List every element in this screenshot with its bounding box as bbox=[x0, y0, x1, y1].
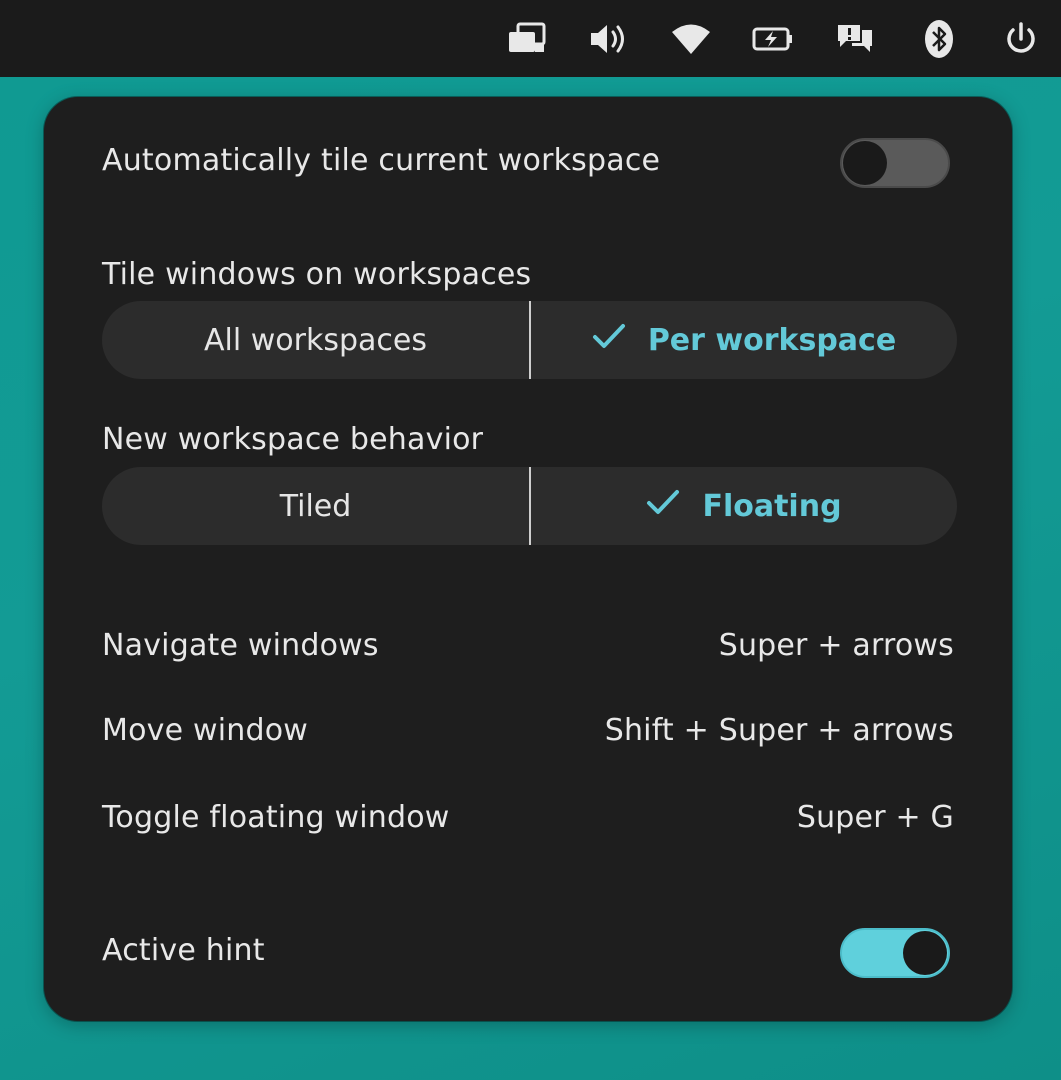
option-label: All workspaces bbox=[204, 322, 427, 358]
segment-divider bbox=[529, 467, 531, 545]
floating-option[interactable]: Floating bbox=[531, 467, 957, 545]
auto-tile-toggle[interactable] bbox=[840, 138, 950, 188]
toggle-knob bbox=[903, 931, 947, 975]
toggle-knob bbox=[843, 141, 887, 185]
shortcut-keys: Super + G bbox=[796, 800, 954, 835]
per-workspace-option[interactable]: Per workspace bbox=[531, 301, 957, 379]
tiled-option[interactable]: Tiled bbox=[102, 467, 529, 545]
new-workspace-label: New workspace behavior bbox=[102, 422, 484, 457]
auto-tile-label: Automatically tile current workspace bbox=[102, 143, 661, 178]
segment-divider bbox=[529, 301, 531, 379]
wifi-icon[interactable] bbox=[670, 18, 712, 60]
bluetooth-icon[interactable] bbox=[918, 18, 960, 60]
tile-windows-label: Tile windows on workspaces bbox=[102, 257, 532, 292]
shortcut-action: Move window bbox=[102, 713, 309, 748]
shortcut-keys: Shift + Super + arrows bbox=[604, 713, 954, 748]
checkmark-icon bbox=[646, 488, 680, 524]
battery-charging-icon[interactable] bbox=[752, 18, 794, 60]
checkmark-icon bbox=[592, 322, 626, 358]
windows-icon[interactable] bbox=[506, 18, 548, 60]
tiling-menu-panel: Automatically tile current workspace Til… bbox=[44, 97, 1012, 1021]
active-hint-label: Active hint bbox=[102, 933, 265, 968]
option-label: Per workspace bbox=[647, 322, 897, 358]
option-label: Tiled bbox=[279, 488, 352, 524]
power-icon[interactable] bbox=[1000, 18, 1042, 60]
shortcut-action: Navigate windows bbox=[102, 628, 379, 663]
top-bar bbox=[0, 0, 1061, 77]
all-workspaces-option[interactable]: All workspaces bbox=[102, 301, 529, 379]
tile-windows-selector: All workspaces Per workspace bbox=[102, 301, 957, 379]
notifications-icon[interactable] bbox=[834, 18, 876, 60]
shortcut-action: Toggle floating window bbox=[102, 800, 450, 835]
option-label: Floating bbox=[702, 488, 842, 524]
new-workspace-selector: Tiled Floating bbox=[102, 467, 957, 545]
volume-icon[interactable] bbox=[588, 18, 630, 60]
active-hint-toggle[interactable] bbox=[840, 928, 950, 978]
shortcut-keys: Super + arrows bbox=[718, 628, 954, 663]
